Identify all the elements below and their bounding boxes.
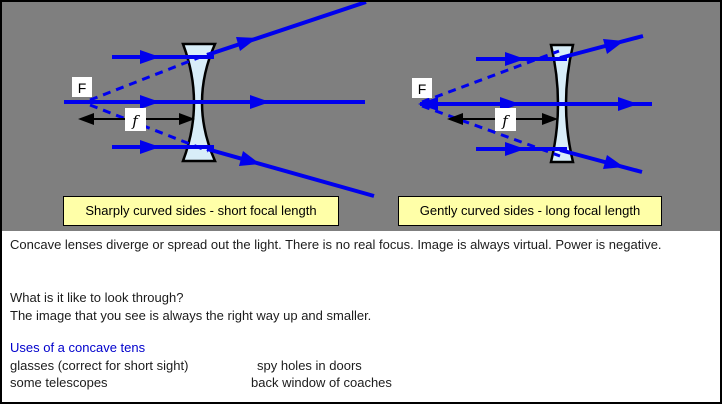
arrowhead — [78, 113, 94, 125]
uses-heading: Uses of a concave tens — [10, 340, 146, 355]
arrowhead — [447, 113, 463, 125]
ray-bottom-refracted — [559, 148, 643, 174]
look-through-question: What is it like to look through? — [10, 290, 184, 305]
focal-point-label: F — [418, 81, 427, 97]
use-item-back-window: back window of coaches — [251, 375, 392, 390]
ray-top-refracted — [559, 34, 644, 60]
arrowhead — [140, 140, 160, 154]
virtual-ray-upper — [421, 49, 560, 104]
look-through-answer: The image that you see is always the rig… — [10, 308, 372, 323]
focal-length-label: f — [131, 112, 140, 130]
arrowhead — [500, 97, 520, 111]
arrowhead — [505, 52, 525, 66]
use-item-glasses: glasses (correct for short sight) — [10, 358, 189, 373]
ray-diagram-svg: F f — [64, 2, 652, 198]
lens-diagram-long-focal: F f — [412, 34, 652, 174]
arrowhead — [250, 95, 270, 109]
arrowhead — [179, 113, 195, 125]
arrowhead — [603, 155, 624, 169]
label-bg — [495, 108, 516, 131]
arrowhead — [140, 50, 160, 64]
arrowhead — [236, 37, 257, 51]
ray-diagram-panel: F f — [2, 2, 720, 231]
focal-point-label: F — [78, 80, 87, 96]
virtual-ray-lower — [89, 103, 209, 153]
concave-lens-description: Concave lenses diverge or spread out the… — [10, 237, 662, 252]
arrowhead — [239, 151, 260, 166]
virtual-ray-lower — [421, 104, 561, 158]
arrowhead — [618, 97, 638, 111]
label-bg — [125, 108, 146, 131]
lens-diagram-short-focal: F f — [64, 2, 375, 198]
focal-length-label: f — [501, 112, 510, 130]
arrowhead — [603, 39, 624, 54]
arrowhead — [140, 95, 160, 109]
label-bg — [412, 78, 432, 98]
notes-panel: Concave lenses diverge or spread out the… — [2, 231, 720, 402]
use-item-telescopes: some telescopes — [10, 375, 108, 390]
ray-bottom-refracted — [206, 147, 375, 198]
use-item-spy-holes: spy holes in doors — [257, 358, 362, 373]
label-bg — [72, 77, 92, 97]
ray-top-refracted — [206, 2, 367, 57]
caption-long-focal-length: Gently curved sides - long focal length — [398, 196, 662, 226]
virtual-ray-upper — [89, 52, 209, 102]
caption-short-focal-length: Sharply curved sides - short focal lengt… — [63, 196, 339, 226]
arrowhead-to-focus — [418, 97, 438, 111]
arrowhead — [542, 113, 558, 125]
arrowhead — [505, 142, 525, 156]
